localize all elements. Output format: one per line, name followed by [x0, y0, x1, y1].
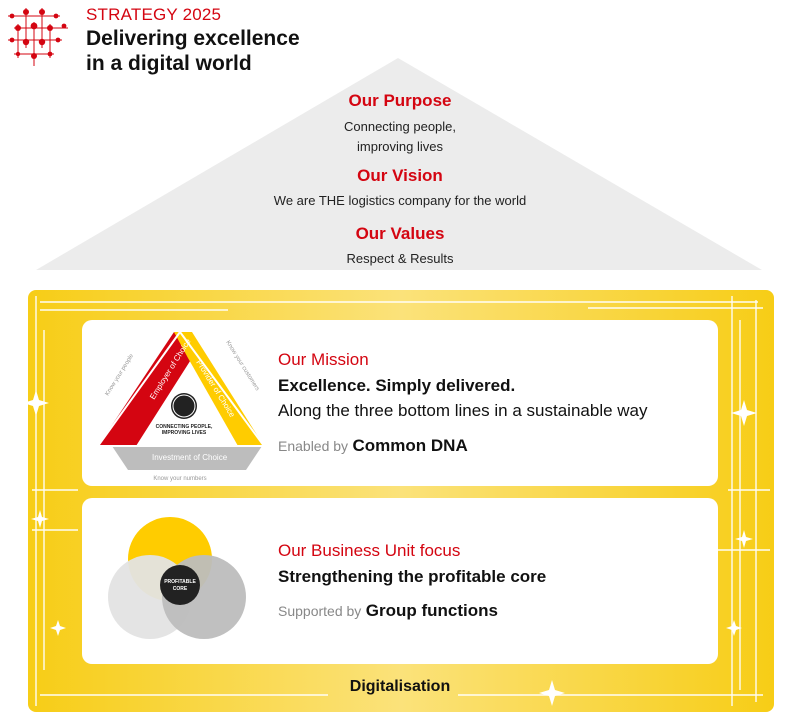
values-text: Respect & Results [346, 251, 454, 266]
mission-title: Our Mission [278, 350, 369, 369]
provider-segment [174, 332, 264, 446]
vision-title: Our Vision [357, 166, 443, 185]
venn-center [160, 565, 200, 605]
digitalisation-label: Digitalisation [349, 678, 451, 695]
provider-label: Provider of Choice [194, 358, 237, 419]
globe-icon [171, 393, 197, 419]
center-line-2: IMPROVING LIVES [162, 430, 207, 436]
venn-center-line-1: PROFITABLE [164, 579, 196, 585]
investment-segment [112, 446, 262, 470]
roof-shape [36, 58, 762, 270]
enabled-prefix: Enabled by [278, 438, 349, 454]
title-line-2: in a digital world [86, 52, 252, 75]
supported-bold: Group functions [365, 601, 498, 620]
business-supported: Supported by Group functions [278, 601, 498, 621]
venn-diagram: PROFITABLE CORE [108, 517, 246, 639]
vision-text: We are THE logistics company for the wor… [273, 193, 527, 208]
center-line-1: CONNECTING PEOPLE, [156, 424, 213, 430]
venn-center-line-2: CORE [173, 586, 188, 592]
edge-left-label: Know your people [105, 353, 136, 397]
mission-headline: Excellence. Simply delivered. [278, 376, 516, 395]
enabled-bold: Common DNA [352, 436, 468, 455]
purpose-line-1: Connecting people, [343, 119, 457, 134]
title-line-1: Delivering excellence [86, 27, 300, 50]
edge-right-label: Know your customers [224, 340, 260, 392]
purpose-line-2: improving lives [357, 139, 443, 154]
frame-sparkles-icon [28, 296, 770, 706]
supported-prefix: Supported by [278, 603, 362, 619]
employer-segment [98, 332, 192, 446]
page-title: Delivering excellence in a digital world [86, 26, 300, 76]
purpose-title: Our Purpose [348, 91, 452, 110]
investment-label: Investment of Choice [152, 453, 228, 462]
mission-subline: Along the three bottom lines in a sustai… [278, 401, 648, 420]
business-headline: Strengthening the profitable core [278, 567, 547, 586]
mission-enabled: Enabled by Common DNA [278, 436, 468, 456]
mission-triangle-diagram: Employer of Choice Provider of Choice In… [96, 330, 266, 482]
edge-bottom-label: Know your numbers [153, 476, 206, 482]
values-title: Our Values [355, 224, 445, 243]
business-title: Our Business Unit focus [278, 541, 461, 560]
strategy-kicker: STRATEGY 2025 [86, 5, 222, 24]
strategy-logo-icon [8, 8, 68, 66]
